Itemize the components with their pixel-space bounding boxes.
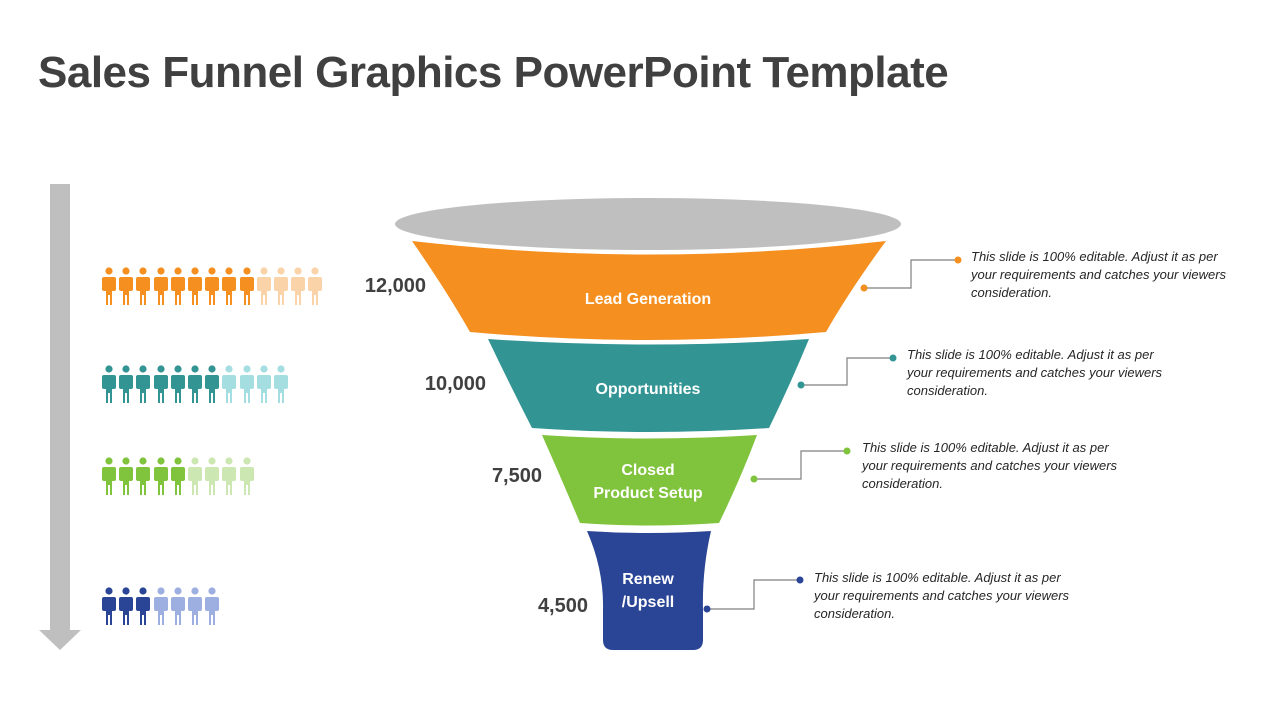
person-icon <box>273 365 288 403</box>
funnel-segment-renew <box>587 531 711 650</box>
person-icon <box>153 457 168 495</box>
person-icon <box>102 267 116 305</box>
person-icon <box>170 365 185 403</box>
person-icon <box>136 587 151 625</box>
stage-value-renew: 4,500 <box>537 595 588 617</box>
person-icon <box>205 587 220 625</box>
person-icon <box>170 457 185 495</box>
person-icon <box>187 365 202 403</box>
stage-value-lead-generation: 12,000 <box>364 275 426 297</box>
people-row-closed <box>102 457 254 495</box>
person-icon <box>170 587 185 625</box>
person-icon <box>187 457 202 495</box>
person-icon <box>256 365 271 403</box>
person-icon <box>119 365 134 403</box>
person-icon <box>102 457 116 495</box>
person-icon <box>205 365 220 403</box>
person-icon <box>153 267 168 305</box>
people-row-lead-generation <box>102 267 323 305</box>
person-icon <box>239 267 254 305</box>
people-row-opportunities <box>102 365 288 403</box>
person-icon <box>102 587 116 625</box>
people-row-renew <box>102 587 220 625</box>
stage-value-closed: 7,500 <box>491 465 542 487</box>
person-icon <box>205 267 220 305</box>
person-icon <box>239 457 254 495</box>
person-icon <box>136 267 151 305</box>
funnel-segment-closed <box>542 435 757 526</box>
stage-label-lead-generation: Lead Generation <box>584 291 712 308</box>
person-icon <box>136 365 151 403</box>
callout-text-closed: This slide is 100% editable. Adjust it a… <box>862 440 1118 491</box>
person-icon <box>119 457 134 495</box>
person-icon <box>187 267 202 305</box>
person-icon <box>291 267 306 305</box>
person-icon <box>187 587 202 625</box>
person-icon <box>136 457 151 495</box>
person-icon <box>119 587 134 625</box>
stage-label-closed: Closed Product Setup <box>593 462 703 502</box>
person-icon <box>205 457 220 495</box>
funnel-segment-opportunities <box>488 339 809 432</box>
person-icon <box>222 267 237 305</box>
funnel-segment-lead-generation <box>412 241 886 340</box>
funnel-top-ellipse <box>395 198 901 250</box>
callout-text-opportunities: This slide is 100% editable. Adjust it a… <box>907 347 1163 398</box>
person-icon <box>222 457 237 495</box>
page-title: Sales Funnel Graphics PowerPoint Templat… <box>38 48 949 97</box>
person-icon <box>308 267 323 305</box>
stage-label-renew: Renew /Upsell <box>621 571 675 611</box>
callout-text-lead-generation: This slide is 100% editable. Adjust it a… <box>971 249 1227 300</box>
stage-label-opportunities: Opportunities <box>595 381 701 398</box>
person-icon <box>222 365 237 403</box>
person-icon <box>273 267 288 305</box>
stage-value-opportunities: 10,000 <box>424 373 486 395</box>
person-icon <box>119 267 134 305</box>
person-icon <box>170 267 185 305</box>
callout-text-renew: This slide is 100% editable. Adjust it a… <box>814 570 1070 621</box>
person-icon <box>239 365 254 403</box>
person-icon <box>153 587 168 625</box>
person-icon <box>102 365 116 403</box>
person-icon <box>256 267 271 305</box>
person-icon <box>153 365 168 403</box>
down-arrow-icon <box>39 184 81 650</box>
